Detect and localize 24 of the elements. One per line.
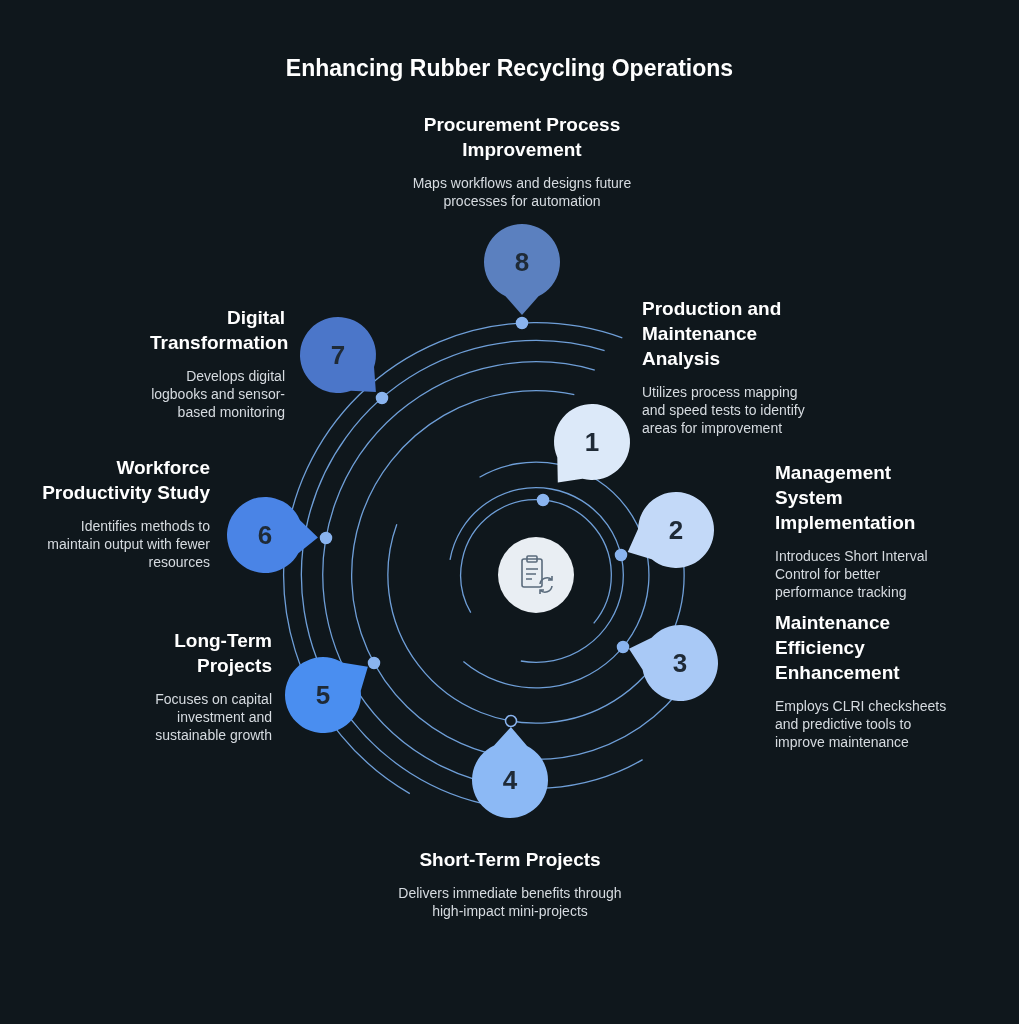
- step-heading: Workforce Productivity Study: [41, 456, 210, 505]
- step-description: Utilizes process mapping and speed tests to identify areas for improvement: [642, 383, 806, 437]
- step-heading: Long-Term Projects: [173, 629, 272, 678]
- step-heading: Procurement Process Improvement: [422, 113, 622, 162]
- step-number: 8: [513, 247, 531, 277]
- step-number: 2: [667, 515, 685, 545]
- step-heading: Short-Term Projects: [418, 848, 602, 872]
- title: Enhancing Rubber Recycling Operations: [284, 54, 735, 82]
- step-description: Delivers immediate benefits through high-impact mini-projects: [397, 884, 623, 920]
- step-number: 5: [314, 680, 332, 710]
- step-description: Employs CLRI checksheets and predictive tools to improve maintenance: [775, 697, 948, 751]
- step-heading: Management System Implementation: [775, 461, 917, 535]
- step-description: Identifies methods to maintain output with fewer resources: [46, 517, 210, 571]
- step-number: 6: [256, 520, 274, 550]
- step-number: 3: [671, 648, 689, 678]
- step-number: 1: [583, 427, 601, 457]
- step-number: 7: [329, 340, 347, 370]
- step-description: Introduces Short Interval Control for better performance tracking: [775, 547, 929, 601]
- step-description: Focuses on capital investment and sustainable growth: [154, 690, 272, 744]
- step-heading: Maintenance Efficiency Enhancement: [775, 611, 901, 685]
- step-description: Develops digital logbooks and sensor-based monitoring: [150, 367, 285, 421]
- step-number: 4: [501, 765, 519, 795]
- step-heading: Production and Maintenance Analysis: [642, 297, 783, 371]
- step-description: Maps workflows and designs future processes for automation: [411, 174, 633, 210]
